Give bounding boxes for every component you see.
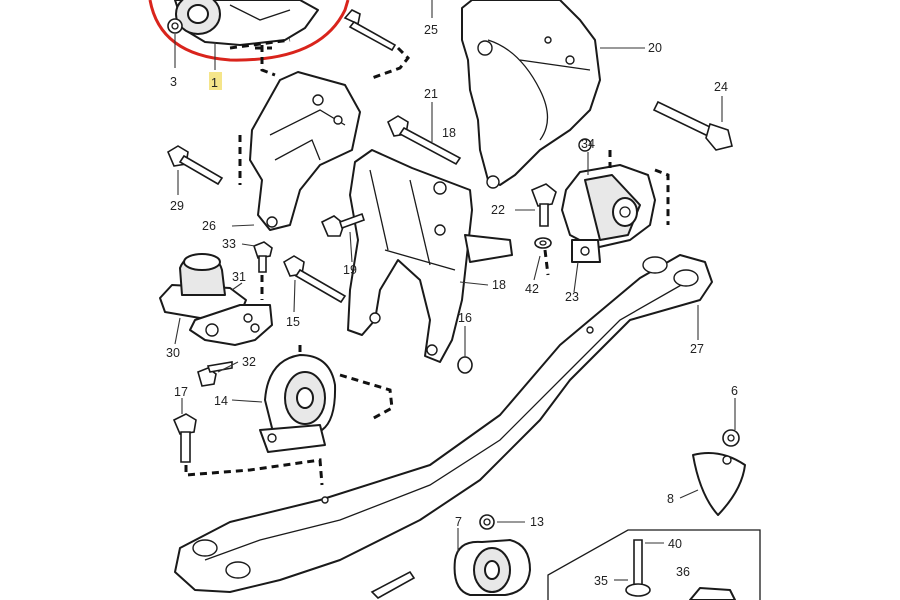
part-27-crossmember — [174, 254, 713, 593]
part-31-bracket — [189, 304, 273, 346]
callout-8: 8 — [667, 492, 674, 506]
callout-27: 27 — [690, 342, 704, 356]
callout-25: 25 — [424, 23, 438, 37]
part-18-bolt — [386, 115, 462, 166]
part-24-bolt — [652, 100, 733, 151]
part-25-bolt — [343, 9, 397, 52]
callout-42: 42 — [525, 282, 539, 296]
part-19-bracket — [347, 149, 513, 363]
part-1-engine-mount — [174, 0, 319, 46]
part-42-washer — [534, 237, 552, 249]
part-13-nut — [479, 514, 495, 530]
part-15-bolt — [282, 255, 347, 304]
callout-34: 34 — [581, 137, 595, 151]
highlight-circle — [148, 0, 350, 62]
part-14-mount — [259, 354, 337, 453]
part-22-bolt — [530, 183, 557, 227]
part-3-nut — [167, 18, 183, 34]
part-19-bolt — [320, 212, 366, 237]
callout-18-lower: 18 — [492, 278, 506, 292]
callout-31: 31 — [232, 270, 246, 284]
callout-15: 15 — [286, 315, 300, 329]
callout-labels: 1 3 25 20 24 21 18 34 29 26 22 33 19 31 … — [166, 23, 738, 588]
part-bottom-bolt — [370, 570, 416, 599]
part-7-mount — [453, 539, 531, 596]
callout-1: 1 — [211, 76, 218, 90]
part-8-shield — [692, 452, 746, 516]
part-33-bolt — [253, 241, 273, 273]
callout-26: 26 — [202, 219, 216, 233]
callout-17: 17 — [174, 385, 188, 399]
callout-19: 19 — [343, 263, 357, 277]
label-1-highlight — [209, 72, 222, 90]
callout-24: 24 — [714, 80, 728, 94]
part-29-bolt — [166, 145, 224, 186]
callout-20: 20 — [648, 41, 662, 55]
callout-6: 6 — [731, 384, 738, 398]
part-26-bracket — [249, 71, 361, 231]
callout-40: 40 — [668, 537, 682, 551]
part-34-mount — [561, 164, 656, 263]
callout-13: 13 — [530, 515, 544, 529]
callout-35: 35 — [594, 574, 608, 588]
inset-box — [547, 529, 761, 600]
part-17-bolt — [172, 413, 197, 463]
callout-30: 30 — [166, 346, 180, 360]
callout-32: 32 — [242, 355, 256, 369]
callout-3: 3 — [170, 75, 177, 89]
part-6-nut — [722, 429, 740, 447]
callout-22: 22 — [491, 203, 505, 217]
callout-36: 36 — [676, 565, 690, 579]
part-20-bracket — [461, 0, 601, 189]
callout-14: 14 — [214, 394, 228, 408]
callout-18-upper: 18 — [442, 126, 456, 140]
callout-7: 7 — [455, 515, 462, 529]
leader-lines — [174, 0, 736, 581]
callout-16: 16 — [458, 311, 472, 325]
callout-33: 33 — [222, 237, 236, 251]
callout-29: 29 — [170, 199, 184, 213]
callout-21: 21 — [424, 87, 438, 101]
part-32-bolt — [197, 361, 233, 387]
callout-23: 23 — [565, 290, 579, 304]
part-16-nut — [457, 356, 473, 374]
